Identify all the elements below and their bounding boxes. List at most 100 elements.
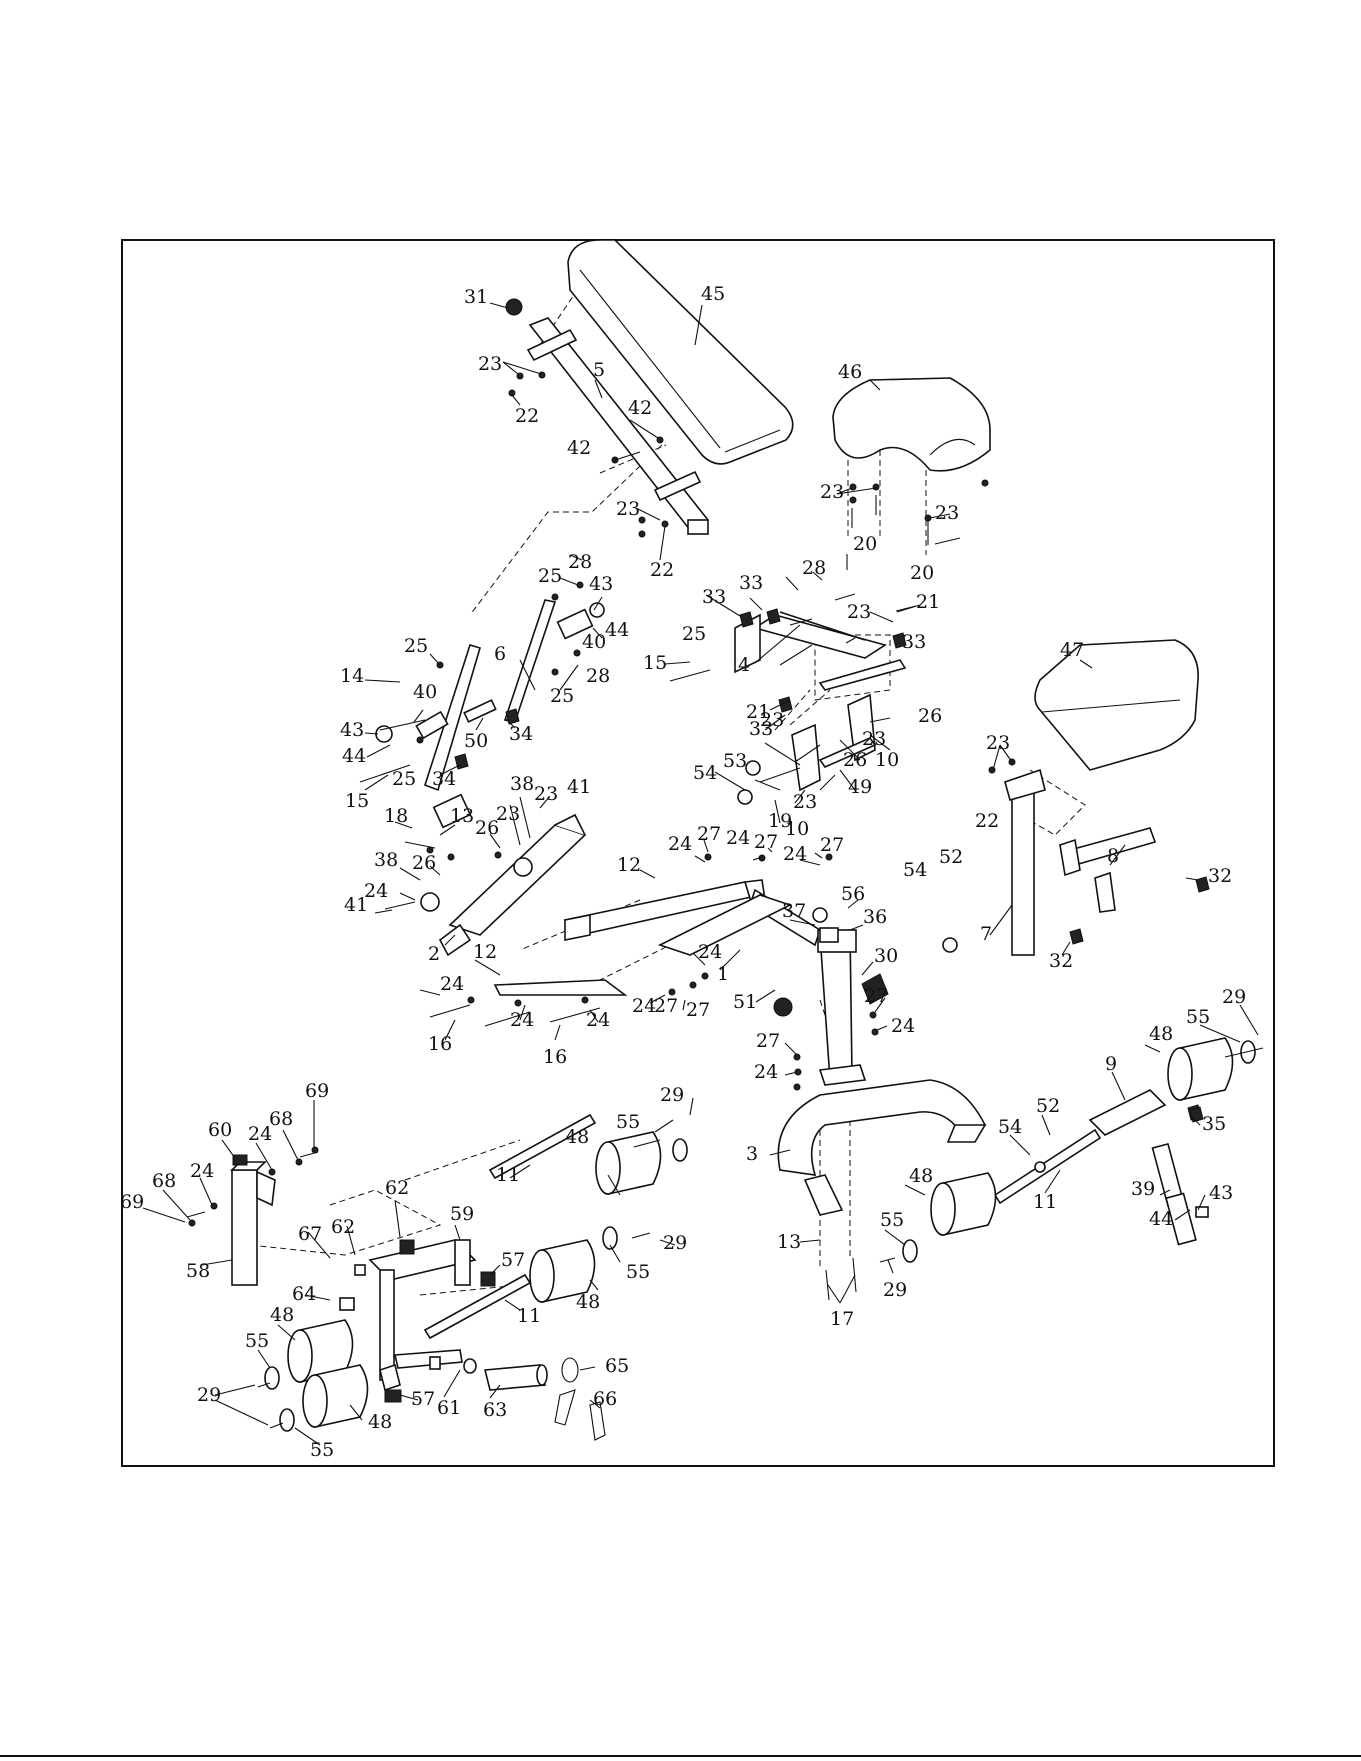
label-part-28a: 28 <box>568 551 592 573</box>
label-part-23b: 23 <box>616 498 640 520</box>
label-part-54b: 54 <box>903 859 927 881</box>
label-part-48d: 48 <box>576 1291 600 1313</box>
label-part-23h: 23 <box>793 791 817 813</box>
label-part-14: 14 <box>340 665 364 687</box>
label-part-23c: 23 <box>820 481 844 503</box>
label-part-20b: 20 <box>910 562 934 584</box>
label-part-22c: 22 <box>975 810 999 832</box>
label-part-46: 46 <box>838 361 862 383</box>
label-part-27e: 27 <box>864 985 888 1007</box>
label-part-24c: 24 <box>726 827 750 849</box>
label-part-55a: 55 <box>1186 1006 1210 1028</box>
label-part-24i: 24 <box>632 995 656 1017</box>
label-part-24l: 24 <box>190 1160 214 1182</box>
label-part-32b: 32 <box>1049 950 1073 972</box>
label-part-29a: 29 <box>660 1084 684 1106</box>
part-labels: 1 2 3 4 5 6 7 8 9 10 10 11 11 11 12 12 1… <box>120 283 1246 1461</box>
label-part-58: 58 <box>186 1260 210 1282</box>
label-part-13b: 13 <box>777 1231 801 1253</box>
label-part-30: 30 <box>874 945 898 967</box>
label-part-43c: 43 <box>1209 1182 1233 1204</box>
label-part-33a: 33 <box>702 586 726 608</box>
label-part-33d: 33 <box>749 718 773 740</box>
part-9-leg-bracket <box>1088 1089 1197 1246</box>
label-part-20a: 20 <box>853 533 877 555</box>
label-part-28c: 28 <box>802 557 826 579</box>
label-part-23a: 23 <box>478 353 502 375</box>
label-part-29c: 29 <box>883 1279 907 1301</box>
label-part-68b: 68 <box>152 1170 176 1192</box>
hardware-bolts <box>186 371 1264 1429</box>
label-part-25a: 25 <box>404 635 428 657</box>
label-part-44b: 44 <box>342 745 366 767</box>
label-part-1: 1 <box>717 963 729 985</box>
label-part-9: 9 <box>1105 1053 1117 1075</box>
label-part-40a: 40 <box>413 681 437 703</box>
label-part-24f: 24 <box>440 973 464 995</box>
label-part-51: 51 <box>733 991 757 1013</box>
part-7-preacher-post <box>1004 768 1157 956</box>
label-part-55b: 55 <box>880 1209 904 1231</box>
label-part-38b: 38 <box>374 849 398 871</box>
label-part-69b: 69 <box>120 1191 144 1213</box>
label-part-43b: 43 <box>340 719 364 741</box>
label-part-52b: 52 <box>1036 1095 1060 1117</box>
label-part-16a: 16 <box>428 1033 452 1055</box>
label-part-27b: 27 <box>754 831 778 853</box>
label-part-4: 4 <box>738 654 750 676</box>
label-part-27g: 27 <box>654 995 678 1017</box>
label-part-33b: 33 <box>739 572 763 594</box>
label-part-60: 60 <box>208 1119 232 1141</box>
label-part-7: 7 <box>980 923 992 945</box>
part-45-back-pad <box>567 239 794 465</box>
label-part-23e: 23 <box>847 601 871 623</box>
label-part-23j: 23 <box>496 803 520 825</box>
label-part-26a: 26 <box>475 817 499 839</box>
part-12-racks <box>493 894 793 996</box>
label-part-29d: 29 <box>1222 986 1246 1008</box>
label-part-44a: 44 <box>605 619 629 641</box>
label-part-44c: 44 <box>1149 1208 1173 1230</box>
label-part-24g: 24 <box>510 1009 534 1031</box>
label-part-27d: 27 <box>686 999 710 1021</box>
label-part-24d: 24 <box>783 843 807 865</box>
label-part-53: 53 <box>723 750 747 772</box>
label-part-21a: 21 <box>916 591 940 613</box>
part-63-handle <box>463 1358 548 1391</box>
diagram-frame <box>121 239 1275 1467</box>
label-part-41a: 41 <box>567 776 591 798</box>
label-part-11a: 11 <box>496 1164 520 1186</box>
label-part-25d: 25 <box>392 768 416 790</box>
label-part-23i: 23 <box>986 732 1010 754</box>
label-part-69a: 69 <box>305 1080 329 1102</box>
label-part-8: 8 <box>1107 845 1119 867</box>
label-part-54a: 54 <box>693 762 717 784</box>
label-part-29b: 29 <box>663 1232 687 1254</box>
label-part-22b: 22 <box>650 559 674 581</box>
label-part-26d: 26 <box>843 749 867 771</box>
label-part-21b: 21 <box>746 701 770 723</box>
label-part-25e: 25 <box>682 623 706 645</box>
label-part-11c: 11 <box>1033 1191 1057 1213</box>
label-part-64: 64 <box>292 1283 316 1305</box>
label-part-25b: 25 <box>538 565 562 587</box>
label-part-59: 59 <box>450 1203 474 1225</box>
part-46-seat-pad <box>832 377 991 472</box>
label-part-61: 61 <box>437 1397 461 1419</box>
label-part-24h: 24 <box>586 1009 610 1031</box>
label-part-11b: 11 <box>517 1305 541 1327</box>
label-part-48c: 48 <box>565 1126 589 1148</box>
label-part-2: 2 <box>428 943 440 965</box>
label-part-45: 45 <box>701 283 725 305</box>
label-part-25c: 25 <box>550 685 574 707</box>
label-part-37: 37 <box>782 900 806 922</box>
label-part-10b: 10 <box>875 749 899 771</box>
label-part-6: 6 <box>494 643 506 665</box>
label-part-48f: 48 <box>368 1411 392 1433</box>
label-part-43a: 43 <box>589 573 613 595</box>
label-part-36: 36 <box>863 906 887 928</box>
label-part-54c: 54 <box>998 1116 1022 1138</box>
hardware-knobs-bushings <box>232 298 1210 1403</box>
label-part-24a: 24 <box>364 880 388 902</box>
